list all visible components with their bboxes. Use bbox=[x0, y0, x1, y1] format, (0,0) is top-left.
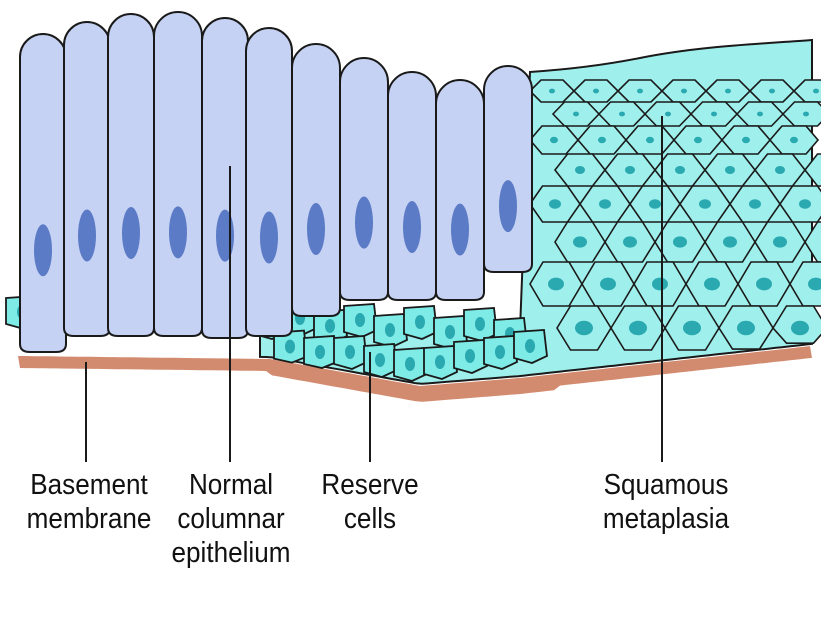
squamous-nucleus bbox=[593, 89, 599, 94]
squamous-metaplasia-label-line1: Squamous bbox=[585, 468, 747, 502]
squamous-nucleus bbox=[723, 236, 737, 247]
reserve-cell-nucleus bbox=[445, 325, 455, 339]
squamous-nucleus bbox=[665, 112, 671, 117]
squamous-nucleus bbox=[675, 166, 685, 174]
squamous-nucleus bbox=[813, 89, 819, 94]
columnar-cell-nucleus bbox=[122, 207, 140, 259]
columnar-cell bbox=[388, 72, 436, 300]
columnar-cell bbox=[292, 44, 340, 316]
squamous-nucleus bbox=[673, 236, 687, 247]
squamous-nucleus bbox=[775, 166, 785, 174]
squamous-nucleus bbox=[694, 137, 702, 143]
reserve-cell-nucleus bbox=[325, 319, 335, 333]
squamous-nucleus bbox=[625, 166, 635, 174]
columnar-cell bbox=[246, 28, 292, 336]
columnar-cell-nucleus bbox=[499, 180, 517, 232]
squamous-nucleus bbox=[773, 236, 787, 247]
columnar-cell-nucleus bbox=[451, 204, 469, 256]
columnar-cell bbox=[20, 34, 66, 352]
normal-columnar-epithelium-label: Normal columnar epithelium bbox=[164, 468, 299, 570]
reserve-cell-nucleus bbox=[405, 357, 415, 371]
squamous-nucleus bbox=[637, 89, 643, 94]
squamous-nucleus bbox=[756, 278, 772, 291]
squamous-nucleus bbox=[599, 199, 611, 209]
squamous-nucleus bbox=[769, 89, 775, 94]
squamous-nucleus bbox=[711, 112, 717, 117]
columnar-cell-nucleus bbox=[355, 197, 373, 249]
squamous-nucleus bbox=[575, 166, 585, 174]
squamous-nucleus bbox=[550, 137, 558, 143]
reserve-cell-nucleus bbox=[345, 345, 355, 359]
reserve-cell-nucleus bbox=[495, 345, 505, 359]
reserve-cell-nucleus bbox=[375, 353, 385, 367]
squamous-metaplasia-label: Squamous metaplasia bbox=[585, 468, 747, 536]
columnar-cell-nucleus bbox=[403, 201, 421, 253]
normal-columnar-epithelium-label-line2: columnar bbox=[164, 502, 299, 536]
squamous-nucleus bbox=[548, 278, 564, 291]
squamous-nucleus bbox=[575, 321, 593, 335]
reserve-cell-nucleus bbox=[415, 315, 425, 329]
squamous-nucleus bbox=[646, 137, 654, 143]
squamous-nucleus bbox=[790, 137, 798, 143]
squamous-nucleus bbox=[791, 321, 809, 335]
squamous-nucleus bbox=[737, 321, 755, 335]
reserve-cell-nucleus bbox=[465, 349, 475, 363]
columnar-cell bbox=[484, 66, 532, 272]
squamous-nucleus bbox=[549, 199, 561, 209]
reserve-cell-nucleus bbox=[475, 317, 485, 331]
squamous-nucleus bbox=[799, 199, 811, 209]
squamous-nucleus bbox=[619, 112, 625, 117]
reserve-cell-nucleus bbox=[385, 323, 395, 337]
squamous-nucleus bbox=[725, 166, 735, 174]
columnar-cell-nucleus bbox=[307, 203, 325, 255]
squamous-nucleus bbox=[803, 112, 809, 117]
squamous-nucleus bbox=[623, 236, 637, 247]
reserve-cells-label-line2: cells bbox=[307, 502, 433, 536]
basement-membrane-label-line1: Basement bbox=[22, 468, 157, 502]
normal-columnar-epithelium-label-line3: epithelium bbox=[164, 536, 299, 570]
squamous-nucleus bbox=[725, 89, 731, 94]
squamous-nucleus bbox=[573, 236, 587, 247]
columnar-cell-nucleus bbox=[169, 206, 187, 258]
squamous-nucleus bbox=[629, 321, 647, 335]
normal-columnar-epithelium-label-line1: Normal bbox=[164, 468, 299, 502]
columnar-cell bbox=[340, 58, 388, 300]
squamous-nucleus bbox=[600, 278, 616, 291]
basement-membrane-label: Basement membrane bbox=[22, 468, 157, 536]
squamous-nucleus bbox=[683, 321, 701, 335]
columnar-cell bbox=[202, 18, 248, 338]
reserve-cell-nucleus bbox=[285, 340, 295, 354]
columnar-cell bbox=[154, 12, 202, 336]
reserve-cells-label-line1: Reserve bbox=[307, 468, 433, 502]
squamous-nucleus bbox=[681, 89, 687, 94]
squamous-nucleus bbox=[573, 112, 579, 117]
squamous-nucleus bbox=[598, 137, 606, 143]
columnar-cell-nucleus bbox=[260, 211, 278, 263]
squamous-nucleus bbox=[549, 89, 555, 94]
reserve-cell-nucleus bbox=[525, 339, 535, 353]
squamous-nucleus bbox=[699, 199, 711, 209]
reserve-cell-nucleus bbox=[315, 345, 325, 359]
squamous-nucleus bbox=[652, 278, 668, 291]
columnar-cell-nucleus bbox=[216, 210, 234, 262]
columnar-cell bbox=[64, 22, 110, 336]
reserve-cells-label: Reserve cells bbox=[307, 468, 433, 536]
columnar-cell bbox=[436, 80, 484, 300]
basement-membrane-label-line2: membrane bbox=[22, 502, 157, 536]
reserve-cell-nucleus bbox=[355, 313, 365, 327]
squamous-nucleus bbox=[704, 278, 720, 291]
squamous-nucleus bbox=[749, 199, 761, 209]
squamous-nucleus bbox=[649, 199, 661, 209]
columnar-cell-nucleus bbox=[34, 224, 52, 276]
reserve-cell-nucleus bbox=[435, 355, 445, 369]
squamous-nucleus bbox=[757, 112, 763, 117]
squamous-metaplasia-label-line2: metaplasia bbox=[585, 502, 747, 536]
squamous-nucleus bbox=[742, 137, 750, 143]
columnar-cell-layer bbox=[20, 12, 532, 352]
columnar-cell-nucleus bbox=[78, 210, 96, 262]
columnar-cell bbox=[108, 14, 154, 336]
